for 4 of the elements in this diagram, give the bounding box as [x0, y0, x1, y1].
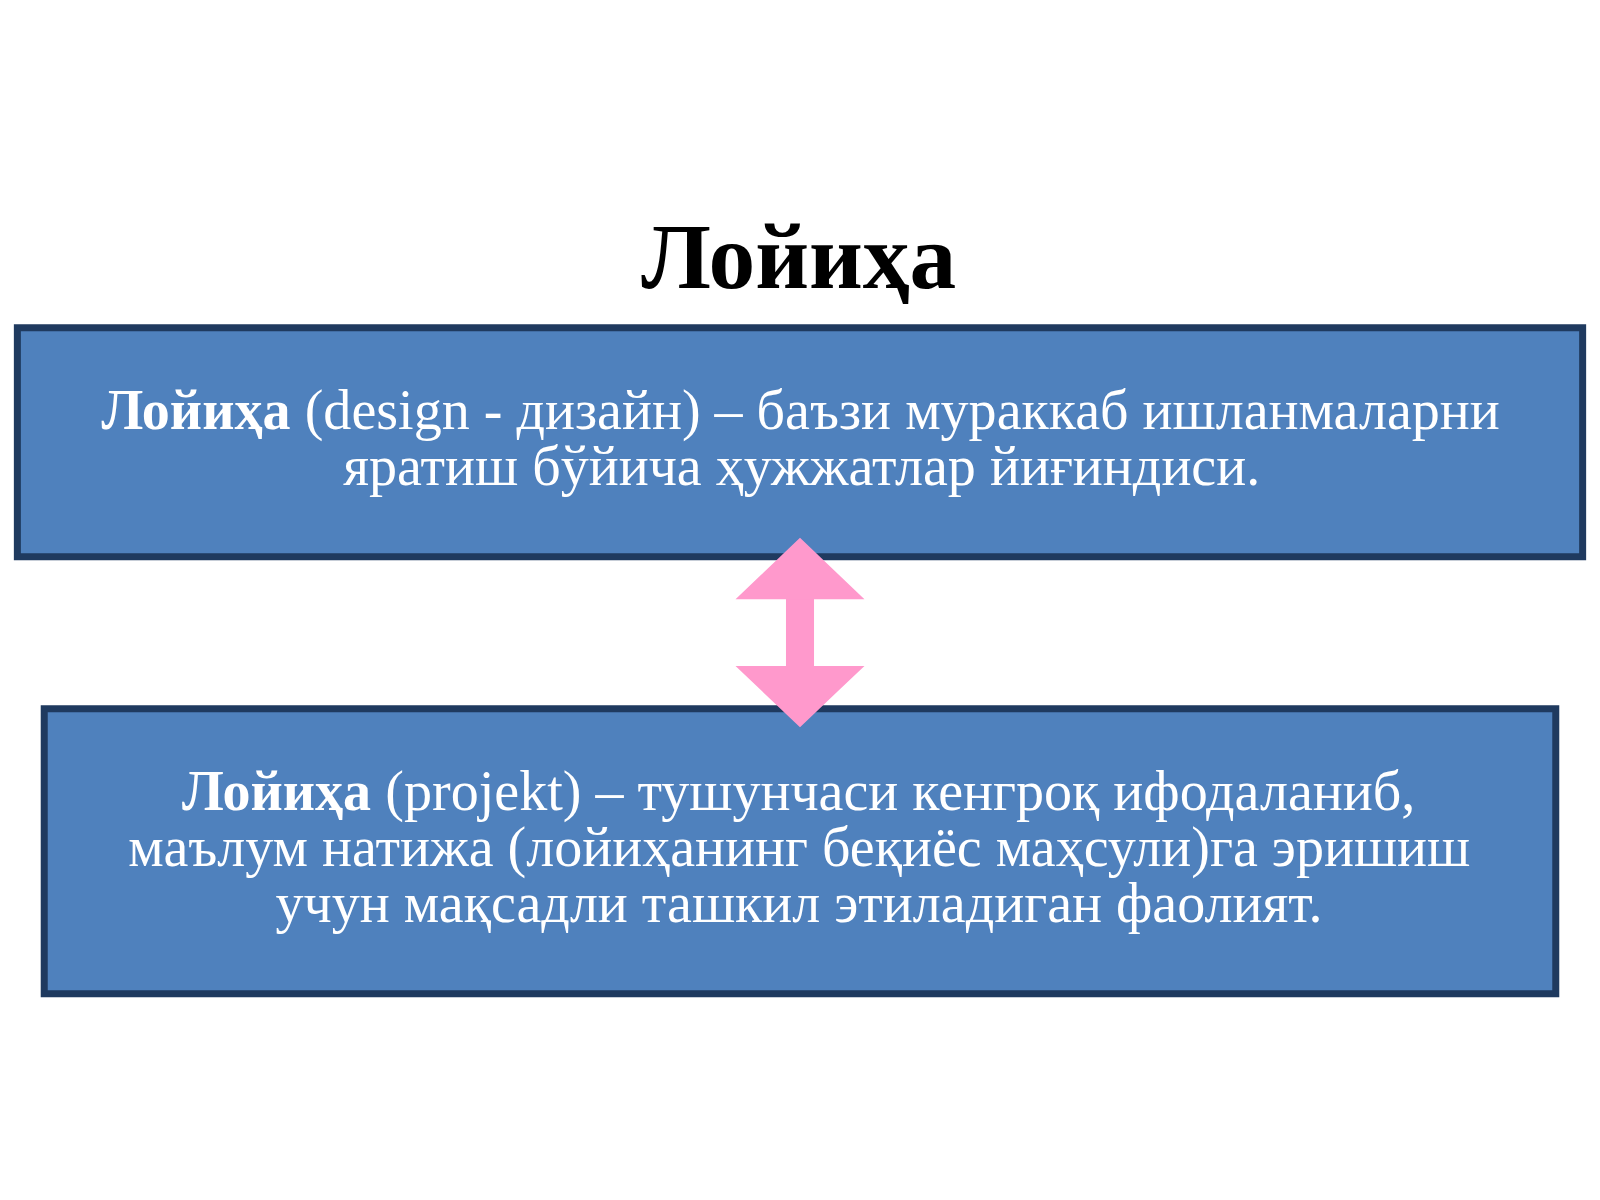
diagram-title: Лойиҳа — [641, 205, 957, 309]
node-box: Лойиҳа (projekt) – тушунчаси кенгроқ ифодаланиб, маълум натижа (лойиҳанинг беқиёс маҳсули)га эришиш учун мақсадли ташкил этиладиган фаолият. — [40, 705, 1560, 998]
node-box: Лойиҳа (design - дизайн) – баъзи мураккаб ишланмаларни яратиш бўйича ҳужжатлар йиғиндиси. — [13, 324, 1587, 561]
arrow — [735, 537, 865, 728]
